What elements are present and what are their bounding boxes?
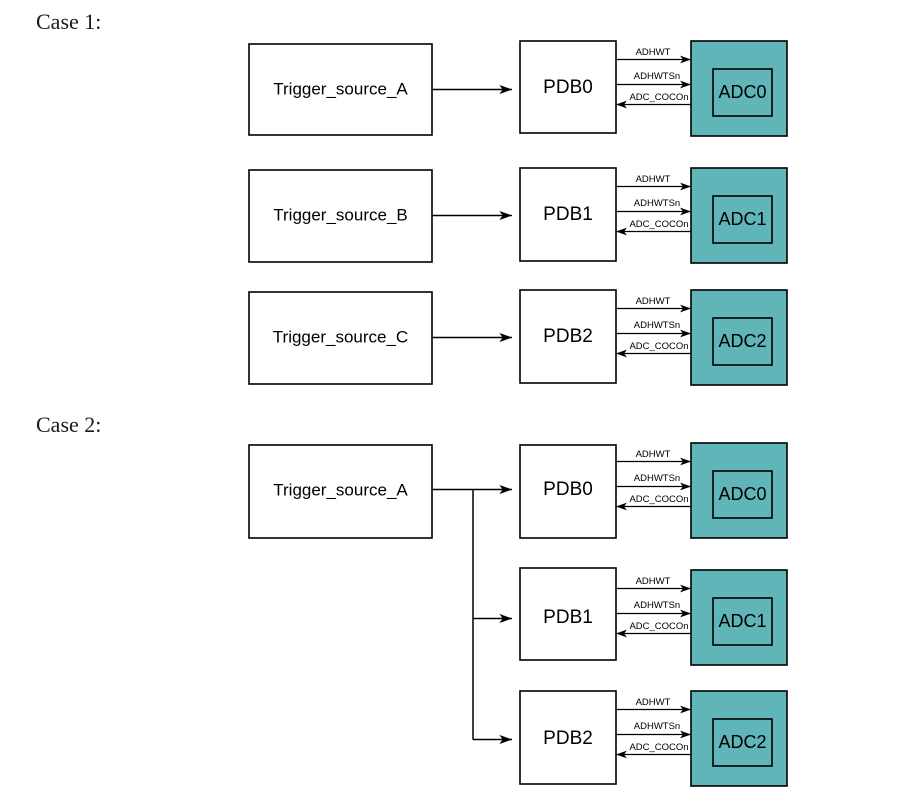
signal-label-adhwtsn: ADHWTSn — [634, 600, 680, 611]
trigger-source-box[interactable] — [248, 291, 433, 385]
pdb-label: PDB2 — [543, 728, 593, 749]
pdb-box[interactable] — [519, 690, 617, 785]
case1-row-1: Trigger_source_A PDB0 ADC0 ADHWT ADHWTSn… — [248, 40, 788, 137]
signal-label-adc-cocon: ADC_COCOn — [629, 341, 688, 352]
signal-label-adhwtsn: ADHWTSn — [634, 71, 680, 82]
signal-label-adc-cocon: ADC_COCOn — [629, 92, 688, 103]
adc-inner-box — [712, 195, 773, 244]
adc-label: ADC1 — [718, 611, 766, 631]
trigger-source-box[interactable] — [248, 43, 433, 136]
signal-label-adhwtsn: ADHWTSn — [634, 320, 680, 331]
signal-label-adhwt: ADHWT — [636, 449, 671, 460]
adc-label: ADC0 — [718, 484, 766, 504]
adc-label: ADC2 — [718, 331, 766, 351]
case2-trigger-group: Trigger_source_A — [248, 444, 513, 744]
signal-label-adc-cocon: ADC_COCOn — [629, 742, 688, 753]
signal-label-adhwtsn: ADHWTSn — [634, 198, 680, 209]
pdb-label: PDB1 — [543, 607, 593, 628]
case1-row-2: Trigger_source_B PDB1 ADC1 ADHWT ADHWTSn… — [248, 167, 788, 264]
signal-label-adhwt: ADHWT — [636, 296, 671, 307]
signal-label-adhwt: ADHWT — [636, 697, 671, 708]
pdb-box[interactable] — [519, 567, 617, 661]
pdb-label: PDB1 — [543, 204, 593, 225]
adc-outer-box[interactable] — [690, 167, 788, 264]
adc-label: ADC1 — [718, 209, 766, 229]
pdb-label: PDB0 — [543, 479, 593, 500]
adc-outer-box[interactable] — [690, 690, 788, 787]
signal-label-adhwt: ADHWT — [636, 576, 671, 587]
trigger-source-label: Trigger_source_A — [273, 480, 408, 499]
pdb-box[interactable] — [519, 289, 617, 384]
adc-inner-box — [712, 718, 773, 767]
adc-label: ADC0 — [718, 82, 766, 102]
trigger-source-label: Trigger_source_A — [273, 79, 408, 98]
trigger-source-label: Trigger_source_B — [273, 205, 408, 224]
signal-label-adc-cocon: ADC_COCOn — [629, 219, 688, 230]
adc-inner-box — [712, 597, 773, 646]
pdb-box[interactable] — [519, 167, 617, 262]
adc-inner-box — [712, 68, 773, 117]
signal-label-adhwt: ADHWT — [636, 174, 671, 185]
pdb-box[interactable] — [519, 444, 617, 539]
adc-outer-box[interactable] — [690, 289, 788, 386]
trigger-source-label: Trigger_source_C — [273, 327, 408, 346]
adc-outer-box[interactable] — [690, 569, 788, 666]
case2-row-2: PDB1 ADC1 ADHWT ADHWTSn ADC_COCOn — [519, 567, 788, 666]
adc-inner-box — [712, 470, 773, 519]
adc-label: ADC2 — [718, 732, 766, 752]
pdb-label: PDB0 — [543, 77, 593, 98]
case2-row-1: PDB0 ADC0 ADHWT ADHWTSn ADC_COCOn — [519, 442, 788, 539]
signal-label-adhwtsn: ADHWTSn — [634, 473, 680, 484]
pdb-box[interactable] — [519, 40, 617, 134]
adc-outer-box[interactable] — [690, 442, 788, 539]
signal-label-adhwtsn: ADHWTSn — [634, 721, 680, 732]
case2-heading: Case 2: — [36, 412, 101, 437]
signal-label-adhwt: ADHWT — [636, 47, 671, 58]
signal-label-adc-cocon: ADC_COCOn — [629, 621, 688, 632]
signal-label-adc-cocon: ADC_COCOn — [629, 494, 688, 505]
case2-row-3: PDB2 ADC2 ADHWT ADHWTSn ADC_COCOn — [519, 690, 788, 787]
pdb-label: PDB2 — [543, 326, 593, 347]
case1-heading: Case 1: — [36, 9, 101, 34]
adc-outer-box[interactable] — [690, 40, 788, 137]
case1-row-3: Trigger_source_C PDB2 ADC2 ADHWT ADHWTSn… — [248, 289, 788, 386]
adc-inner-box — [712, 317, 773, 366]
trigger-source-box[interactable] — [248, 444, 433, 539]
